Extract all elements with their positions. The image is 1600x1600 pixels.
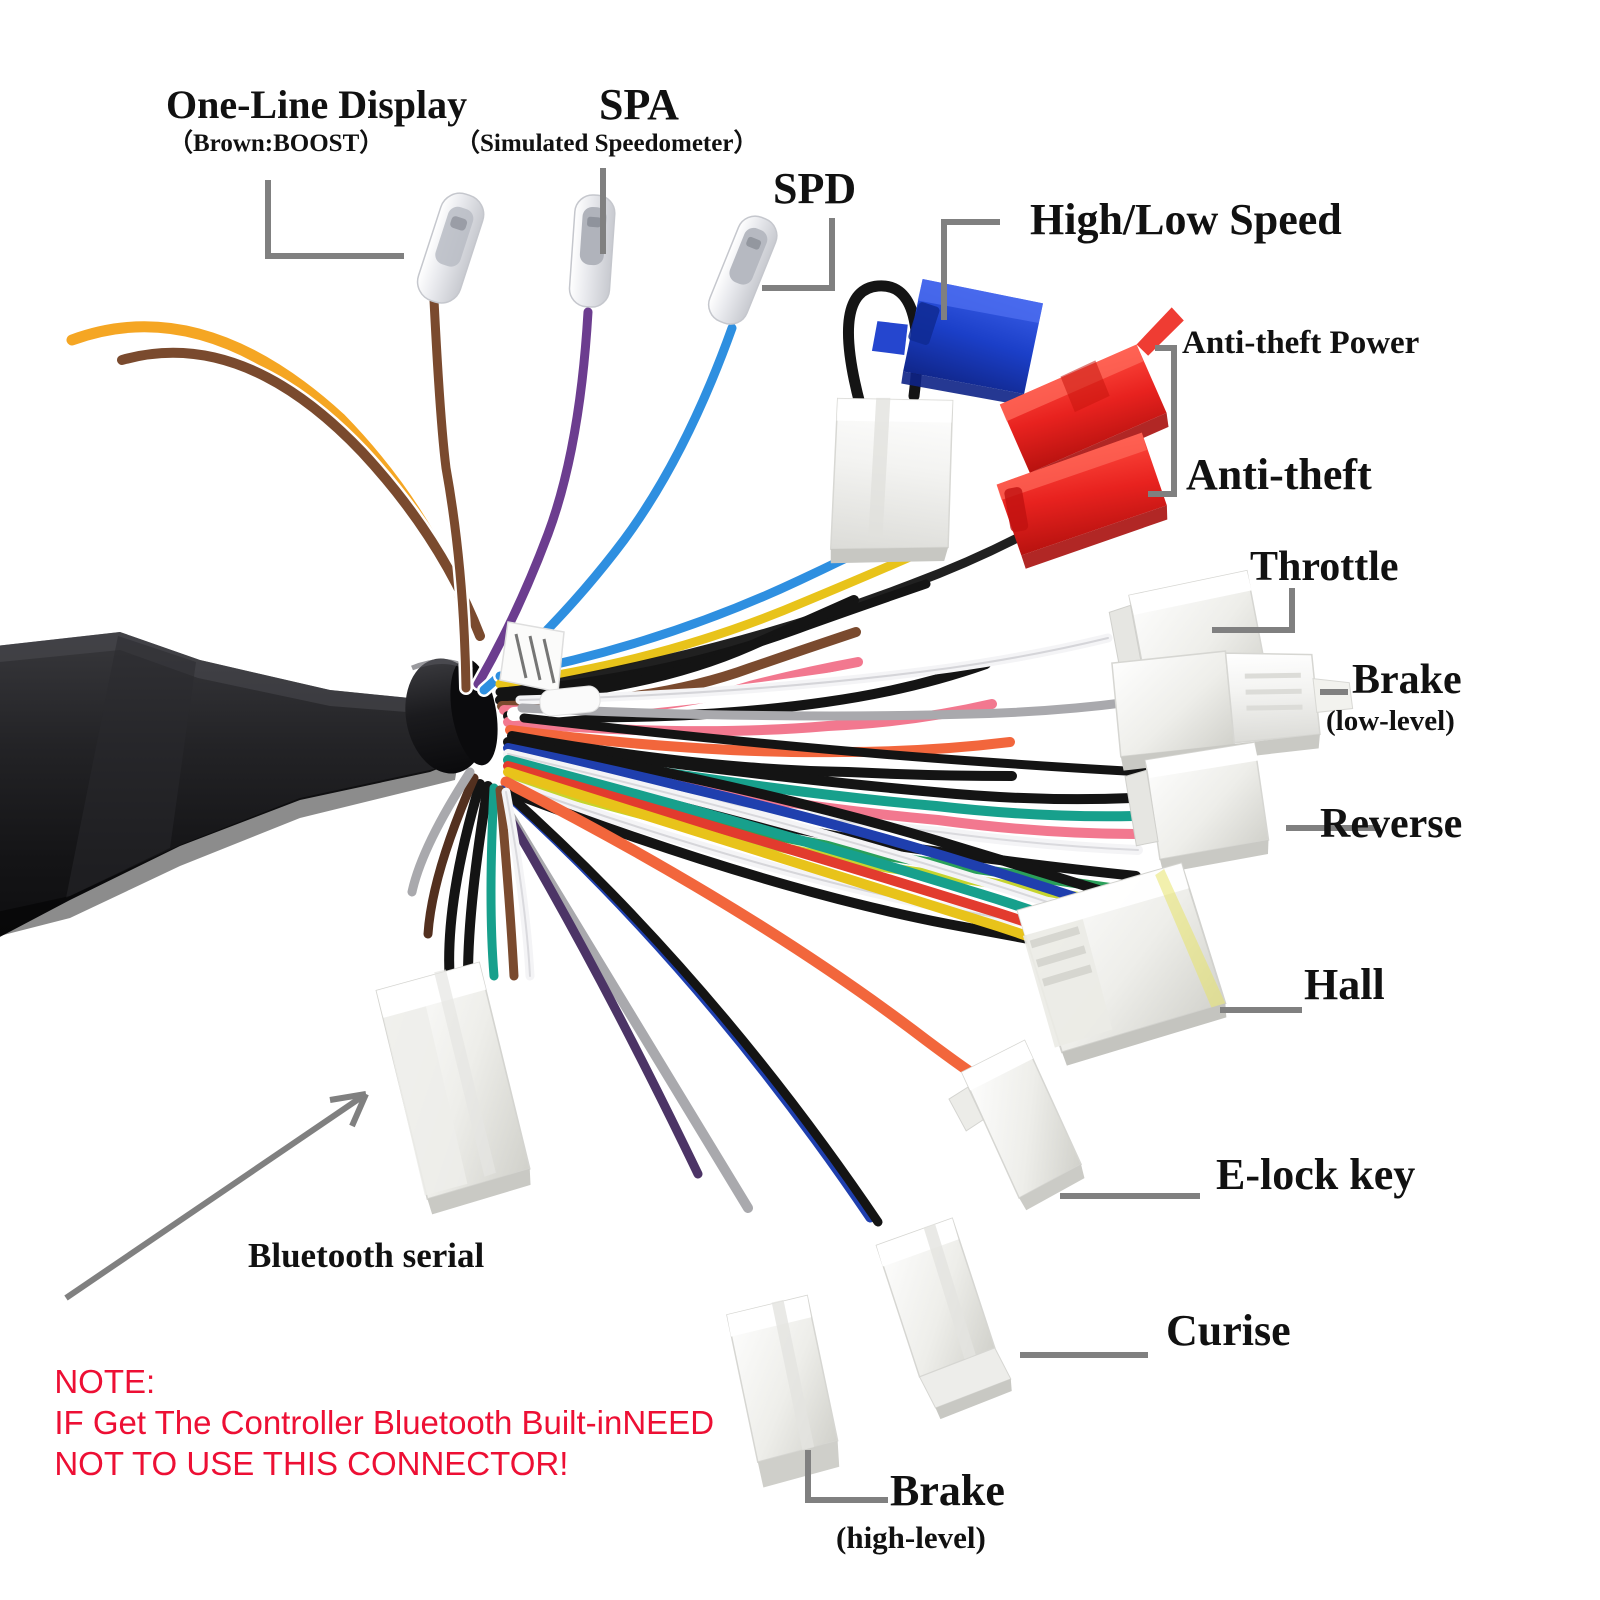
- leader-high-low-speed: [941, 219, 1000, 320]
- leader-lines: [64, 168, 1380, 1503]
- label-anti-theft-power: Anti-theft Power: [1182, 325, 1420, 361]
- spa-bullet-terminal: [568, 194, 616, 308]
- label-one-line-display-title: One-Line Display: [166, 82, 468, 127]
- high-low-speed-connector: [871, 278, 1043, 405]
- reverse-connector: [1124, 741, 1270, 874]
- label-brake-low-sub: (low-level): [1326, 705, 1455, 737]
- label-one-line-display: One-Line Display: [166, 84, 467, 126]
- label-one-line-display-sub: （Brown:BOOST）: [168, 130, 385, 157]
- label-brake-high-sub: (high-level): [836, 1520, 986, 1555]
- one-line-display-bullet-terminal: [416, 192, 485, 304]
- leader-brake-high: [805, 1450, 888, 1503]
- note-line-3: NOT TO USE THIS CONNECTOR!: [54, 1445, 569, 1483]
- label-hall: Hall: [1304, 960, 1385, 1009]
- label-anti-theft: Anti-theft: [1186, 450, 1372, 499]
- cable-tag: [499, 621, 565, 693]
- note-line-1: NOTE:: [54, 1363, 156, 1401]
- label-brake-low: Brake: [1352, 657, 1462, 703]
- curise-connector: [875, 1217, 1012, 1420]
- anti-theft-connector: [996, 432, 1168, 569]
- bluetooth-serial-connector: [375, 961, 531, 1215]
- leader-one-line-display: [265, 180, 404, 259]
- brake-high-level-connector: [726, 1294, 840, 1488]
- e-lock-key-connector: [948, 1039, 1085, 1211]
- label-curise: Curise: [1166, 1306, 1291, 1355]
- label-spa-sub: （Simulated Speedometer）: [455, 130, 759, 157]
- label-reverse: Reverse: [1320, 801, 1463, 847]
- leader-bluetooth-serial: [64, 1091, 368, 1301]
- leader-throttle: [1212, 588, 1295, 633]
- controller-shell: [0, 632, 460, 937]
- label-throttle: Throttle: [1250, 544, 1399, 590]
- leader-anti-theft-bracket: [1148, 345, 1177, 497]
- label-spa: SPA: [599, 80, 679, 129]
- label-e-lock-key: E-lock key: [1216, 1150, 1416, 1199]
- spd-bullet-terminal: [707, 215, 778, 325]
- label-high-low-speed: High/Low Speed: [1030, 195, 1342, 244]
- phase-wire-connector: [829, 397, 954, 564]
- leader-spd: [762, 218, 835, 291]
- note-line-2: IF Get The Controller Bluetooth Built-in…: [54, 1404, 715, 1442]
- wire-sleeve-marker: [539, 685, 601, 717]
- hall-connector: [1016, 862, 1227, 1066]
- label-bluetooth-serial: Bluetooth serial: [248, 1236, 485, 1275]
- label-brake-high: Brake: [890, 1466, 1005, 1515]
- label-spd: SPD: [773, 164, 857, 213]
